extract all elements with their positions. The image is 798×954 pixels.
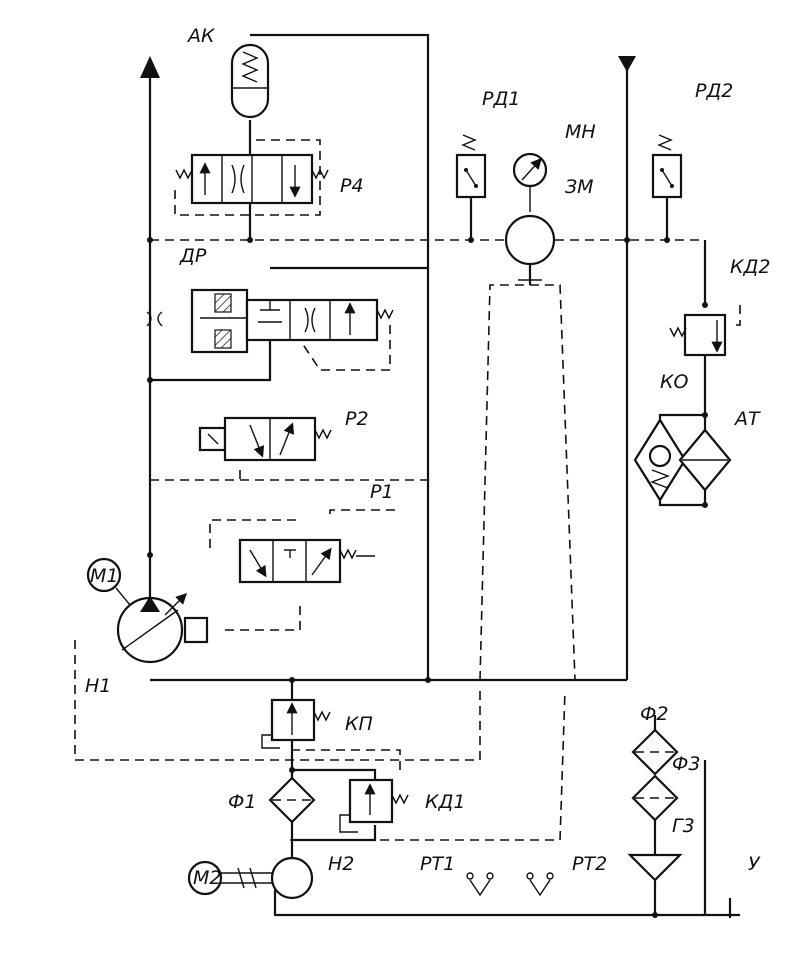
label-n2: Н2 — [328, 853, 354, 875]
label-rt1: РТ1 — [420, 853, 455, 875]
label-ko: КО — [660, 371, 688, 393]
supply-inlet-arrow — [618, 56, 636, 72]
label-kp: КП — [345, 713, 373, 735]
throttle-dr — [146, 288, 394, 354]
label-r2: Р2 — [345, 408, 369, 430]
label-r4: Р4 — [340, 175, 364, 197]
filter-f1 — [268, 776, 316, 824]
thermo-sensor-rt2 — [526, 872, 554, 897]
label-mn: МН — [565, 121, 596, 143]
label-m2: М2 — [193, 867, 221, 889]
valve-p2 — [198, 416, 332, 462]
label-at: АТ — [733, 408, 761, 430]
pump-h2 — [187, 856, 314, 900]
label-zm: ЗМ — [565, 176, 594, 198]
label-f2: Ф2 — [640, 703, 668, 725]
label-u: У — [748, 853, 761, 875]
label-g3: Г3 — [672, 815, 695, 837]
valve-kd2 — [669, 313, 727, 357]
pump-h1 — [86, 557, 209, 664]
label-kd2: КД2 — [730, 256, 770, 278]
thermo-sensor-rt1 — [466, 872, 494, 897]
valve-p1 — [238, 538, 375, 584]
filter-f3 — [631, 774, 679, 822]
label-r1: Р1 — [370, 481, 394, 503]
motor-m1 — [86, 557, 122, 593]
label-f1: Ф1 — [228, 791, 256, 813]
label-n1: Н1 — [85, 675, 111, 697]
gauge-selector-zm — [504, 214, 556, 285]
label-rd1: РД1 — [482, 88, 520, 110]
heat-exchanger-at — [678, 428, 732, 492]
label-m1: М1 — [90, 565, 118, 587]
funnel-g3 — [627, 853, 683, 882]
component-labels: АК РД1 МН ЗМ РД2 Р4 ДР КД2 КО АТ Р2 Р1 М… — [85, 25, 770, 889]
manometer-mn — [512, 152, 548, 212]
label-dr: ДР — [179, 245, 207, 267]
label-f3: Ф3 — [672, 753, 700, 775]
label-rd2: РД2 — [695, 80, 733, 102]
pressure-switch-rd1 — [455, 134, 487, 240]
filter-f2 — [631, 728, 679, 776]
main-lines — [74, 33, 741, 918]
valve-kd1 — [339, 778, 409, 833]
relief-valve-kp — [261, 698, 331, 749]
label-ak: АК — [186, 25, 216, 47]
label-rt2: РТ2 — [572, 853, 607, 875]
pressure-switch-rd2 — [651, 134, 683, 240]
label-kd1: КД1 — [425, 791, 465, 813]
motor-m2 — [187, 860, 223, 896]
pressure-outlet-arrow — [140, 56, 160, 78]
accumulator-ak — [230, 43, 270, 119]
valve-p4 — [175, 153, 329, 205]
junction-dots — [147, 237, 708, 918]
check-valve-ko — [633, 417, 687, 503]
